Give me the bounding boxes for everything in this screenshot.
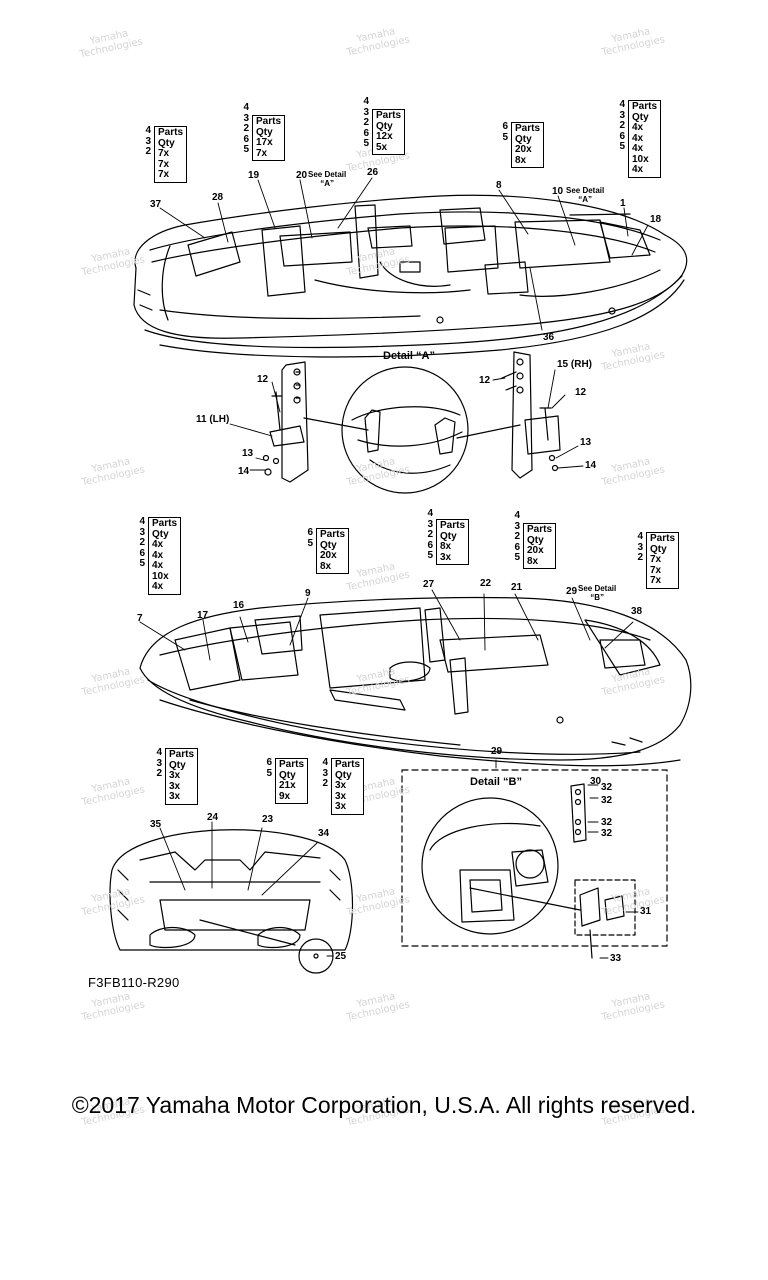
part-number-label: 34: [318, 828, 330, 839]
part-number-label: 30: [590, 776, 602, 787]
part-number-label: 18: [650, 214, 662, 225]
part-number-label: 14: [585, 460, 597, 471]
part-number-label: 26: [367, 167, 379, 178]
copyright-notice: ©2017 Yamaha Motor Corporation, U.S.A. A…: [71, 1092, 697, 1118]
part-number-label: 12: [575, 387, 587, 398]
part-number-label: 12: [257, 374, 269, 385]
part-number-label: 32: [601, 795, 613, 806]
leader-lines: [139, 177, 649, 959]
part-number-label: 11 (LH): [196, 414, 230, 425]
part-number-label: 13: [580, 437, 592, 448]
part-number-label: 25: [335, 951, 347, 962]
bow-seat-view: [109, 829, 354, 974]
part-number-label: 37: [150, 199, 162, 210]
part-number-label: 35: [150, 819, 162, 830]
part-number-label: 12: [479, 375, 491, 386]
part-number-label: 29: [491, 746, 503, 757]
part-number-label: 32: [601, 817, 613, 828]
see-detail-b-note: See Detail “B”: [578, 584, 617, 602]
part-number-label: 19: [248, 170, 260, 181]
boat-top-view: [133, 194, 688, 358]
part-number-label: 33: [610, 953, 622, 964]
part-number-label: 32: [601, 782, 613, 793]
part-number-label: 8: [496, 180, 502, 191]
part-number-label: 14: [238, 466, 250, 477]
part-number-label: 36: [543, 332, 555, 343]
detail-b-title: Detail “B”: [470, 776, 522, 788]
part-number-label: 10: [552, 186, 564, 197]
part-number-label: 16: [233, 600, 245, 611]
part-number-label: 17: [197, 610, 209, 621]
see-detail-a-note: See Detail “A”: [308, 170, 347, 188]
part-number-label: 29: [566, 586, 578, 597]
detail-a-title: Detail “A”: [383, 350, 435, 362]
boat-middle-view: [139, 596, 692, 767]
part-number-label: 20: [296, 170, 308, 181]
part-number-label: 1: [620, 198, 626, 209]
part-number-label: 27: [423, 579, 435, 590]
part-number-label: 21: [511, 582, 523, 593]
part-number-label: 24: [207, 812, 219, 823]
detail-b-view: [401, 769, 668, 959]
part-number-label: 32: [601, 828, 613, 839]
part-number-label: 31: [640, 906, 652, 917]
part-number-label: 23: [262, 814, 274, 825]
part-number-label: 13: [242, 448, 254, 459]
figure-code: F3FB110-R290: [88, 975, 180, 990]
part-number-label: 28: [212, 192, 224, 203]
detail-a-view: [262, 351, 561, 494]
part-number-label: 7: [137, 613, 143, 624]
part-number-label: 15 (RH): [557, 359, 593, 370]
part-number-label: 38: [631, 606, 643, 617]
see-detail-a-note: See Detail “A”: [566, 186, 605, 204]
part-number-label: 22: [480, 578, 492, 589]
part-number-label: 9: [305, 588, 311, 599]
